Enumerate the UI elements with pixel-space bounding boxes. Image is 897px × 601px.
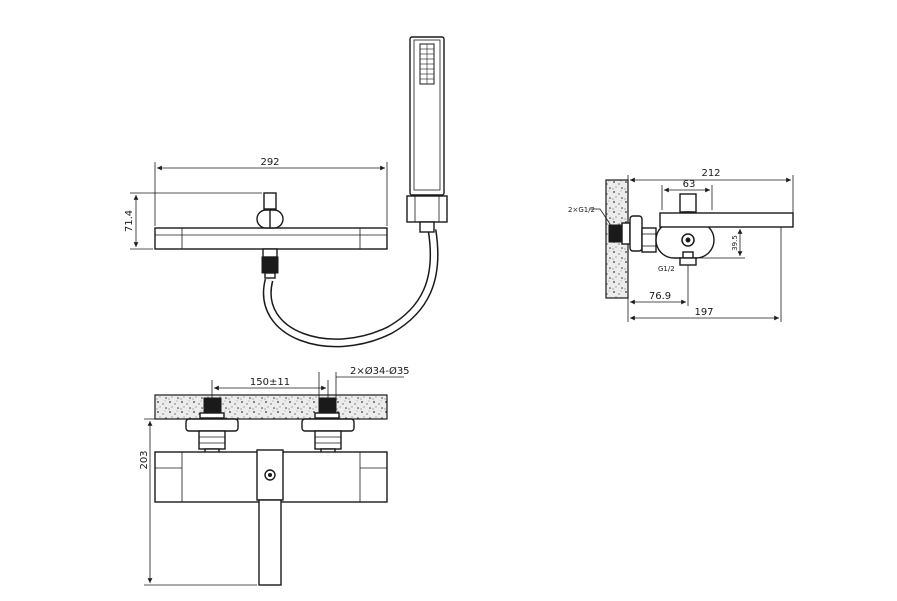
dim-outlet-label: G1/2: [658, 265, 675, 273]
mixer-body-top: [154, 227, 388, 250]
top-view: 292 71.4: [124, 36, 448, 348]
dim-flange: 2×Ø34-Ø35: [350, 365, 410, 377]
outlet-connector: [262, 248, 278, 258]
dim-center-63: 63: [683, 179, 696, 190]
dim-inlet-label: 2×G1/2: [568, 206, 595, 214]
hand-shower: [409, 36, 445, 196]
front-view: 150±11 2×Ø34-Ø35 203: [139, 365, 410, 586]
lever-top: [263, 192, 277, 210]
dim-height-71-4: 71.4: [124, 210, 135, 232]
inlet-fitting: [608, 224, 623, 243]
dim-wall-76-9: 76.9: [649, 291, 671, 302]
wall-front: [154, 394, 388, 420]
hand-shower-holder: [406, 195, 448, 223]
dim-height-203: 203: [139, 450, 150, 469]
dim-centers-150: 150±11: [250, 377, 290, 388]
spout-side: [659, 212, 794, 228]
dim-projection-197: 197: [694, 307, 713, 318]
dim-width-292: 292: [260, 157, 279, 168]
lever-side: [679, 193, 697, 213]
inlet-nut: [641, 227, 657, 253]
outlet-fitting: [679, 257, 697, 266]
dim-offset-39-5: 39.5: [731, 235, 739, 251]
dim-total-212: 212: [701, 168, 720, 179]
spout-front: [258, 499, 282, 586]
side-view: 212 63 2×G1/2 G1/2 39.5 76.9 197: [568, 168, 794, 322]
